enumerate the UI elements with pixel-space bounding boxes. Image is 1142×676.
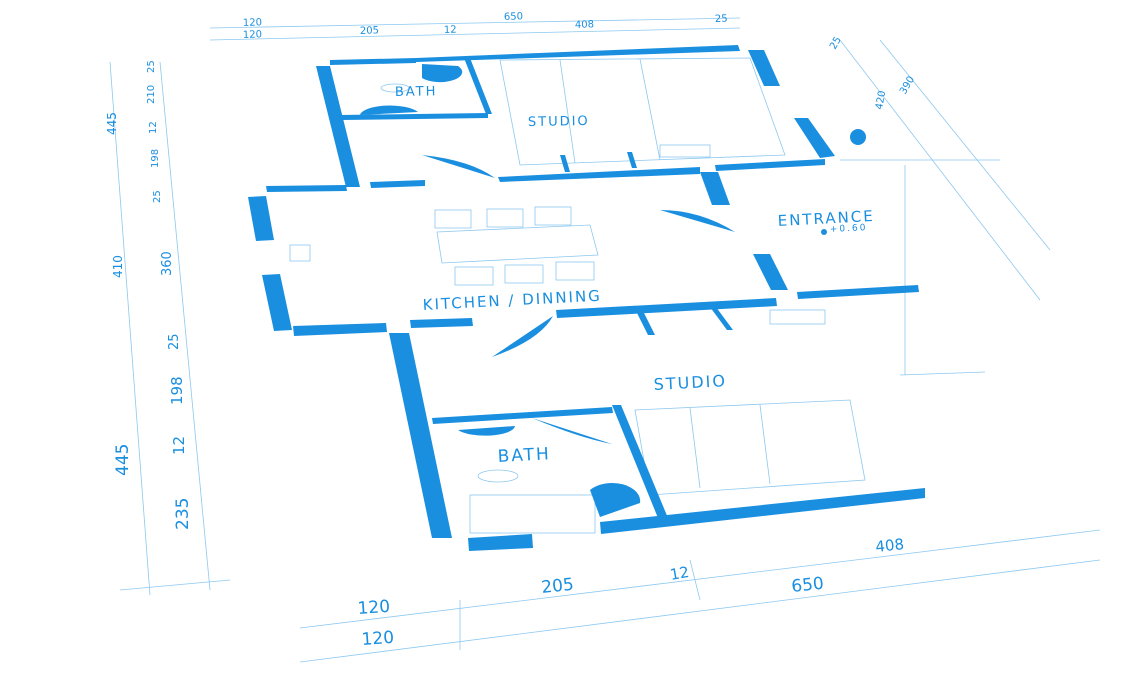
room-label-studio-top: STUDIO: [528, 114, 590, 130]
dim-top-25: 25: [715, 14, 728, 25]
dimension-lines: [109, 17, 1101, 663]
entrance-level: +0.60: [830, 223, 868, 235]
dim-bottom-408: 408: [875, 535, 905, 556]
dim-top-205: 205: [360, 25, 379, 37]
walls: [248, 45, 925, 551]
dim-inner-25-c: 25: [167, 333, 182, 350]
dim-top-408: 408: [575, 19, 594, 31]
room-label-entrance: ENTRANCE: [777, 207, 875, 230]
dim-inner-235: 235: [173, 498, 193, 530]
room-label-bath-top: BATH: [395, 84, 438, 100]
dim-inner-25-b: 25: [152, 190, 163, 203]
dim-inner-360: 360: [160, 251, 175, 276]
dim-right-25: 25: [828, 35, 844, 52]
dim-inner-25-a: 25: [146, 60, 157, 73]
dim-top-120-a: 120: [243, 17, 262, 29]
dim-top-12: 12: [444, 25, 457, 36]
dim-left-410: 410: [111, 255, 125, 278]
furniture-outlines: [289, 57, 866, 534]
dim-inner-198-b: 198: [168, 376, 186, 405]
dim-top-120-b: 120: [243, 29, 262, 41]
dim-inner-12-a: 12: [148, 121, 159, 134]
dim-top-650: 650: [504, 11, 523, 23]
dim-bottom-12: 12: [669, 563, 691, 584]
dim-bottom-120-a: 120: [357, 597, 391, 619]
dim-left-445-b: 445: [113, 444, 133, 476]
dim-inner-198-a: 198: [150, 149, 161, 168]
room-labels: BATH STUDIO ENTRANCE +0.60 KITCHEN / DIN…: [395, 84, 875, 467]
dim-inner-12-b: 12: [170, 436, 188, 455]
door-swings: [360, 64, 866, 517]
dim-inner-210: 210: [146, 85, 157, 104]
dim-bottom-120-b: 120: [361, 628, 395, 650]
dim-bottom-205: 205: [540, 575, 574, 598]
dim-right-390: 390: [898, 74, 917, 96]
dim-left-445-a: 445: [105, 112, 119, 135]
room-label-bath-bottom: BATH: [497, 444, 551, 467]
room-label-studio-bottom: STUDIO: [653, 371, 727, 394]
dim-right-420: 420: [874, 90, 888, 111]
dimension-labels: 120 650 25 120 205 12 408 25 390 420 445…: [105, 11, 917, 650]
dim-bottom-650: 650: [790, 574, 824, 597]
